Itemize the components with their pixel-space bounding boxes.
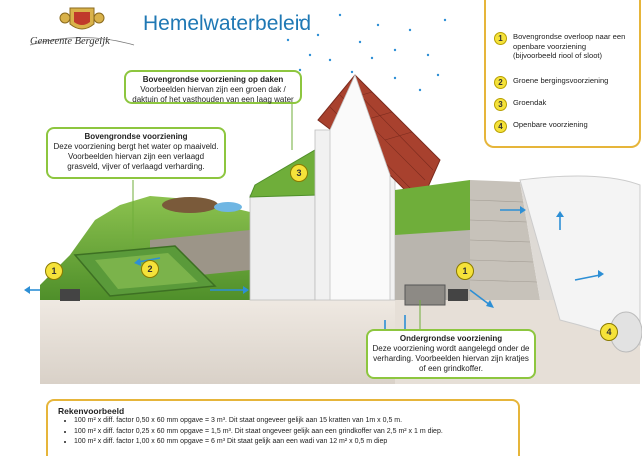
marker-1-right: 1 — [456, 262, 474, 280]
page-title: Hemelwaterbeleid — [143, 12, 312, 35]
callout-connectors — [132, 104, 421, 330]
callout-ondergronds-heading: Ondergrondse voorziening — [399, 334, 503, 343]
callout-ondergronds-body: Deze voorziening wordt aangelegd onder d… — [372, 344, 530, 373]
rekenvoorbeeld-line: 100 m² x diff. factor 1,00 x 60 mm opgav… — [74, 437, 529, 448]
callout-ondergronds: Ondergrondse voorziening Deze voorzienin… — [366, 329, 536, 379]
marker-3: 3 — [290, 164, 308, 182]
legend-text: Groendak — [513, 98, 547, 107]
marker-2: 2 — [141, 260, 159, 278]
callout-maaiveld-heading: Bovengrondse voorziening — [84, 132, 188, 141]
small-pond — [214, 202, 242, 212]
legend-text: Bovengrondse overloop naar een openbare … — [513, 32, 626, 60]
legend-text: Groene bergingsvoorziening — [513, 76, 609, 85]
legend-item-1: 1 Bovengrondse overloop naar een openbar… — [494, 32, 628, 61]
underground-crate — [404, 284, 446, 306]
rekenvoorbeeld-title: Rekenvoorbeeld — [58, 406, 125, 416]
rekenvoorbeeld-list: 100 m² x diff. factor 0,50 x 60 mm opgav… — [62, 416, 529, 448]
flow-arrows — [28, 209, 601, 340]
rekenvoorbeeld-line: 100 m² x diff. factor 0,50 x 60 mm opgav… — [74, 416, 529, 427]
soil-bed — [162, 197, 218, 213]
municipality-crest — [29, 7, 135, 46]
drain-right — [448, 289, 468, 301]
marker-1-left: 1 — [45, 262, 63, 280]
callout-daken-heading: Bovengrondse voorziening op daken — [142, 75, 284, 84]
marker-4: 4 — [600, 323, 618, 341]
rekenvoorbeeld-panel: Rekenvoorbeeld 100 m² x diff. factor 0,5… — [46, 399, 520, 456]
legend-number: 2 — [494, 76, 507, 89]
legend-number: 1 — [494, 32, 507, 45]
annex-wall — [249, 194, 316, 301]
public-storage-pipe — [519, 175, 641, 346]
pavement — [395, 230, 470, 300]
arrow-heads — [24, 206, 604, 344]
house-front-gable — [329, 73, 391, 301]
callout-maaiveld-body: Deze voorziening bergt het water op maai… — [53, 142, 219, 171]
soil-cross-section — [40, 300, 395, 384]
logo-text: Gemeente Bergeijk — [30, 36, 110, 47]
legend-text: Openbare voorziening — [513, 120, 588, 129]
callout-maaiveld: Bovengrondse voorziening Deze voorzienin… — [46, 127, 226, 179]
legend-panel: 1 Bovengrondse overloop naar een openbar… — [484, 0, 641, 148]
callout-daken-body: Voorbeelden hiervan zijn een groen dak /… — [132, 85, 294, 104]
legend-item-2: 2 Groene bergingsvoorziening — [494, 76, 628, 89]
callout-daken: Bovengrondse voorziening op daken Voorbe… — [124, 70, 302, 104]
legend-item-4: 4 Openbare voorziening — [494, 120, 628, 133]
legend-number: 4 — [494, 120, 507, 133]
rekenvoorbeeld-line: 100 m² x diff. factor 0,25 x 60 mm opgav… — [74, 427, 529, 438]
tile-grid — [469, 199, 538, 283]
drain-left — [60, 289, 80, 301]
legend-item-3: 3 Groendak — [494, 98, 628, 111]
legend-number: 3 — [494, 98, 507, 111]
rain-drops — [286, 13, 447, 92]
